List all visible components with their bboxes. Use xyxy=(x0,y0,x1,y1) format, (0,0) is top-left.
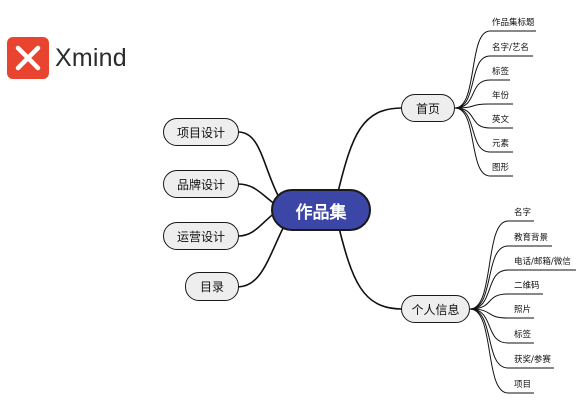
branch-line xyxy=(237,131,284,206)
topic-label: 目录 xyxy=(199,280,224,294)
subtopic-elements[interactable]: 元素 xyxy=(492,139,510,149)
home-child-lines xyxy=(454,30,536,177)
profile-child-lines xyxy=(469,220,576,394)
branch-line xyxy=(337,107,403,193)
subtopic-awards[interactable]: 获奖/参赛 xyxy=(514,355,551,365)
xmind-logo: Xmind xyxy=(7,37,127,79)
branch-line xyxy=(237,223,286,288)
branch-line xyxy=(237,183,277,206)
topic-personal-info[interactable]: 个人信息 xyxy=(401,295,470,323)
subtopic-education[interactable]: 教育背景 xyxy=(514,233,549,243)
topic-brand-design[interactable]: 品牌设计 xyxy=(163,170,239,198)
topic-label: 运营设计 xyxy=(176,229,225,244)
topic-operation-design[interactable]: 运营设计 xyxy=(163,222,239,250)
subtopic-english[interactable]: 英文 xyxy=(492,115,510,125)
subtopic-projects[interactable]: 项目 xyxy=(514,380,532,390)
subtopic-tags[interactable]: 标签 xyxy=(492,67,510,77)
topic-project-design[interactable]: 项目设计 xyxy=(163,118,239,146)
x-logo-icon xyxy=(7,37,49,79)
branch-line xyxy=(237,211,277,237)
subtopic-name-alias[interactable]: 名字/艺名 xyxy=(492,43,529,53)
topic-label: 品牌设计 xyxy=(176,177,225,192)
topic-label: 项目设计 xyxy=(176,125,225,140)
subtopic-name[interactable]: 名字 xyxy=(514,208,532,218)
subtopic-portfolio-title[interactable]: 作品集标题 xyxy=(492,18,535,28)
central-topic[interactable]: 作品集 xyxy=(271,189,371,231)
subtopic-contact[interactable]: 电话/邮箱/微信 xyxy=(514,257,571,267)
subtopic-qrcode[interactable]: 二维码 xyxy=(514,281,540,291)
brand-name: Xmind xyxy=(55,43,127,72)
subtopic-year[interactable]: 年份 xyxy=(492,91,510,101)
branch-line xyxy=(337,223,403,310)
central-topic-label: 作品集 xyxy=(295,202,347,223)
subtopic-graphics[interactable]: 图形 xyxy=(492,163,510,173)
topic-home[interactable]: 首页 xyxy=(401,94,455,122)
topic-contents[interactable]: 目录 xyxy=(185,272,239,301)
topic-label: 首页 xyxy=(415,101,440,116)
subtopic-tags[interactable]: 标签 xyxy=(514,330,532,340)
topic-label: 个人信息 xyxy=(411,302,460,317)
subtopic-photo[interactable]: 照片 xyxy=(514,305,532,315)
